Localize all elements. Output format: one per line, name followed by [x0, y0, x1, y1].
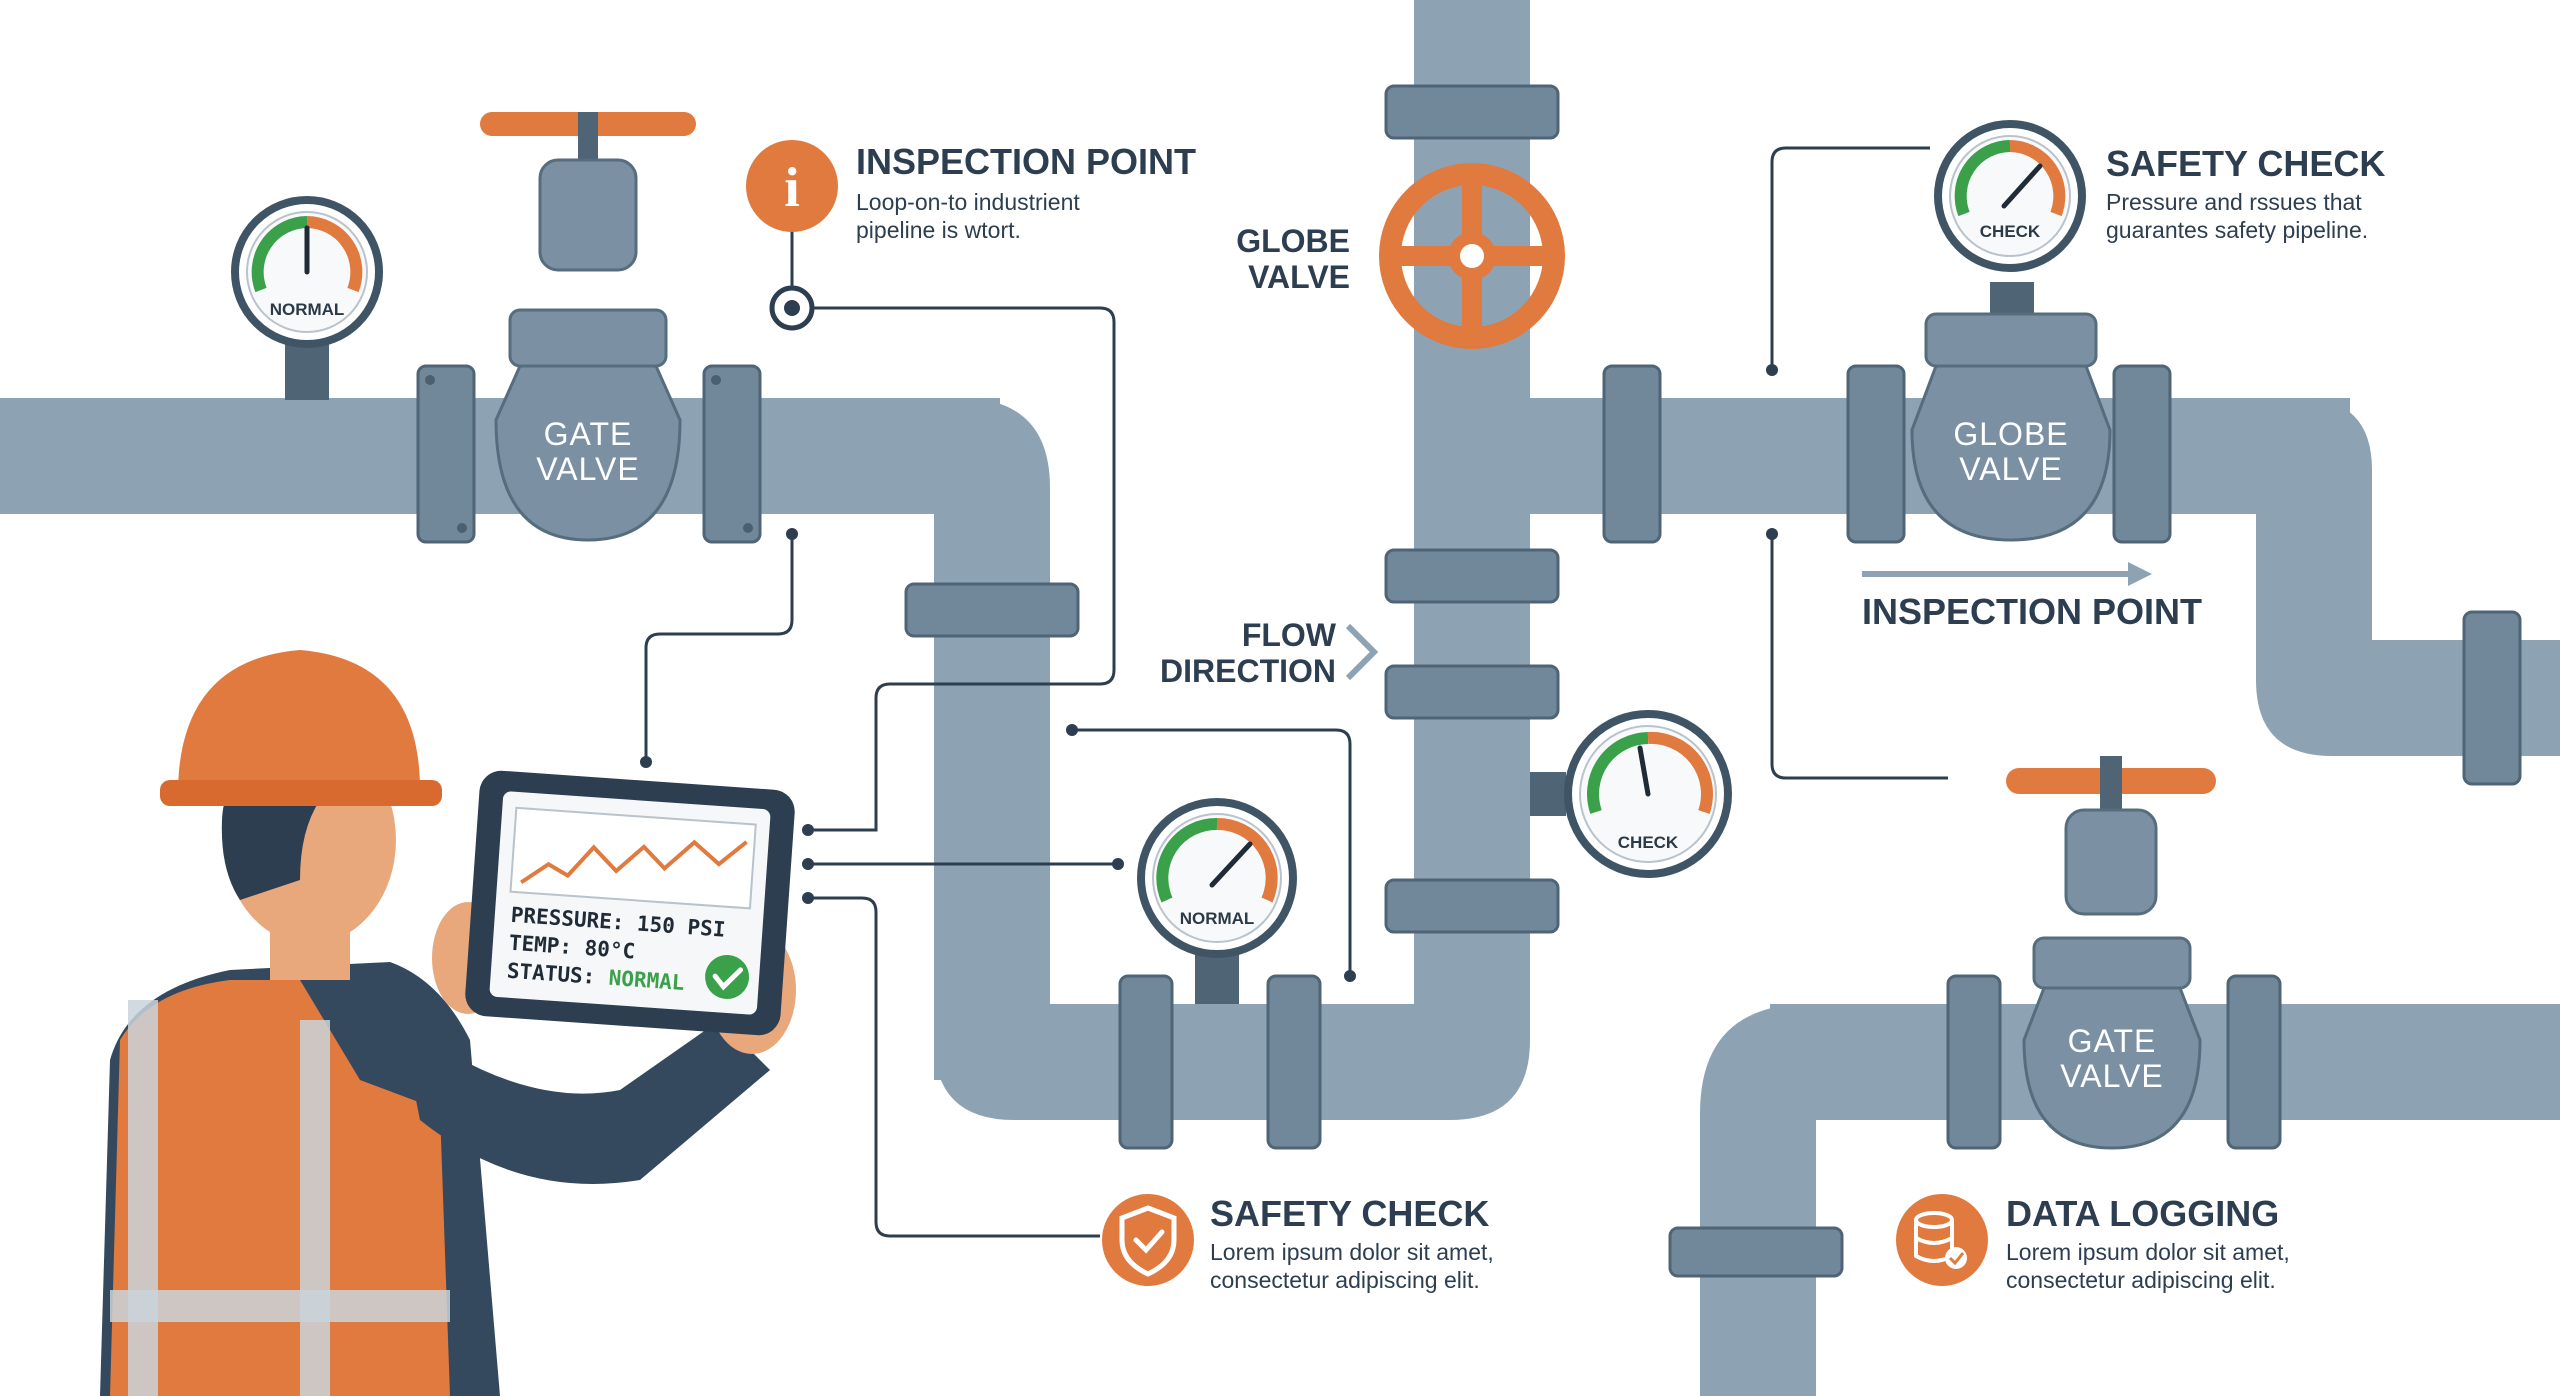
data-logging-title: DATA LOGGING [2006, 1193, 2279, 1234]
gate-valve-bottom: GATE VALVE [2006, 756, 2216, 1150]
pressure-gauge-top-right: CHECK [1934, 120, 2086, 272]
safety-check-top-desc-line1: Pressure and rssues that [2106, 189, 2362, 215]
pipe-vertical-down [934, 560, 1050, 1080]
flange [1384, 84, 1560, 140]
flange [1946, 974, 2002, 1150]
data-logging-desc-line2: consectetur adipiscing elit. [2006, 1267, 2276, 1293]
flange [1384, 664, 1560, 720]
gate-valve-label-line2: VALVE [536, 451, 639, 487]
shield-check-icon [1119, 1205, 1177, 1277]
safety-check-bottom-desc-line2: consectetur adipiscing elit. [1210, 1267, 1480, 1293]
pipe-vertical-riser [1414, 0, 1530, 1030]
leader-lines [640, 146, 1948, 1238]
database-check-icon [1914, 1211, 1967, 1269]
globe-valve-right-label-line1: GLOBE [1953, 416, 2068, 452]
callout-data-logging: DATA LOGGING Lorem ipsum dolor sit amet,… [1896, 1193, 2290, 1293]
callout-inspection-point: i INSPECTION POINT Loop-on-to industrien… [746, 140, 1196, 243]
globe-valve-right: GLOBE VALVE [1910, 282, 2112, 542]
safety-check-bottom-desc-line1: Lorem ipsum dolor sit amet, [1210, 1239, 1494, 1265]
flanges [416, 84, 2522, 1278]
flange [904, 582, 1080, 638]
flow-direction-line2: DIRECTION [1160, 653, 1336, 689]
callout-safety-check-bottom: SAFETY CHECK Lorem ipsum dolor sit amet,… [1102, 1193, 1494, 1293]
svg-text:i: i [784, 157, 800, 219]
gate-valve-bottom-label-line1: GATE [2068, 1023, 2157, 1059]
check-icon [705, 954, 750, 999]
globe-valve-label-line1: GLOBE [1236, 223, 1350, 259]
tablet-trend-line [520, 839, 748, 885]
inspection-point-title: INSPECTION POINT [856, 141, 1196, 182]
gauge-status: NORMAL [270, 300, 345, 319]
flange [1384, 548, 1560, 604]
flange [1118, 974, 1174, 1150]
pipe-elbow-2 [934, 1004, 1060, 1120]
hard-hat [178, 650, 420, 790]
gauge-status: CHECK [1980, 222, 2041, 241]
flange [702, 364, 762, 544]
tablet-status-value: NORMAL [608, 966, 685, 995]
gate-valve-left: GATE VALVE [480, 112, 696, 542]
pressure-gauge-middle: NORMAL [1137, 798, 1297, 1004]
flange [1266, 974, 1322, 1150]
inspection-point-desc-line2: pipeline is wtort. [856, 217, 1021, 243]
data-logging-desc-line1: Lorem ipsum dolor sit amet, [2006, 1239, 2290, 1265]
safety-check-top-desc-line2: guarantes safety pipeline. [2106, 217, 2368, 243]
flange [416, 364, 476, 544]
flange [2226, 974, 2282, 1150]
pressure-gauge-top-left: NORMAL [231, 196, 383, 400]
safety-check-top-title: SAFETY CHECK [2106, 143, 2385, 184]
globe-valve-label-line2: VALVE [1248, 259, 1350, 295]
pressure-gauge-vertical: CHECK [1530, 710, 1732, 878]
gate-valve-label-line1: GATE [544, 416, 633, 452]
gate-valve-bottom-label-line2: VALVE [2060, 1058, 2163, 1094]
callout-safety-check-top: SAFETY CHECK Pressure and rssues that gu… [2106, 143, 2385, 243]
info-icon [746, 140, 838, 232]
inspection-arrow [1862, 562, 2152, 586]
inspection-point-right-title: INSPECTION POINT [1862, 591, 2202, 632]
gauge-status: CHECK [1618, 833, 1679, 852]
flange [2462, 610, 2522, 786]
flange [1668, 1226, 1844, 1278]
globe-valve-right-label-line2: VALVE [1959, 451, 2062, 487]
pipe-elbow-4 [2256, 398, 2372, 640]
tablet: PRESSURE: 150 PSI TEMP: 80°C STATUS: NOR… [465, 770, 795, 1036]
flow-direction-line1: FLOW [1242, 617, 1337, 653]
pipe-bottom-horizontal [1040, 1004, 1440, 1120]
flange [2112, 364, 2172, 544]
gauge-status: NORMAL [1180, 909, 1255, 928]
flange [1384, 878, 1560, 934]
flange [1846, 364, 1906, 544]
globe-valve-wheel [1379, 163, 1565, 349]
pipe-elbow-6 [1700, 1004, 1830, 1396]
inspection-point-desc-line1: Loop-on-to industrient [856, 189, 1080, 215]
flow-arrow-icon [1345, 623, 1379, 681]
safety-check-bottom-title: SAFETY CHECK [1210, 1193, 1489, 1234]
flange [1602, 364, 1662, 544]
pipe-elbow-1 [934, 398, 1050, 600]
